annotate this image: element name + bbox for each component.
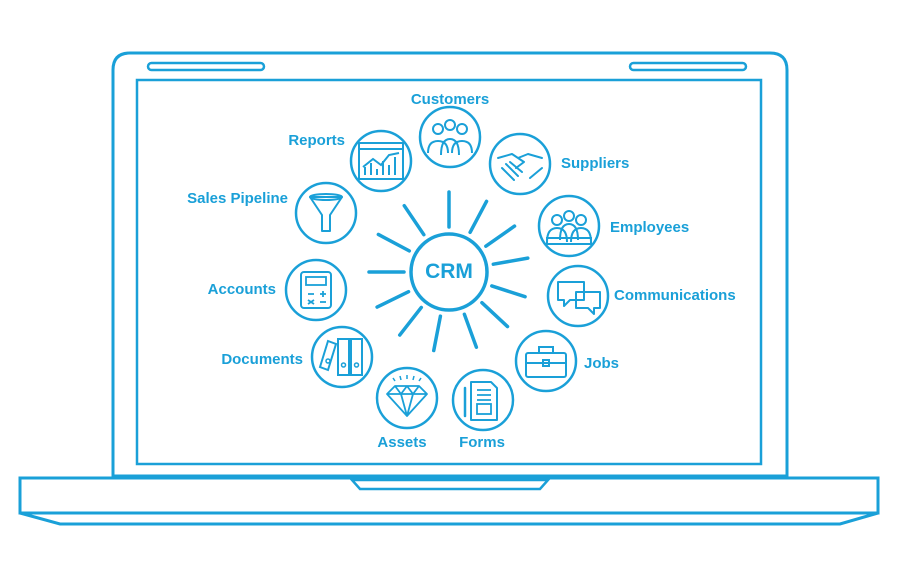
- funnel-icon: [294, 181, 358, 245]
- spoke-line: [397, 305, 424, 337]
- calculator-icon: [284, 258, 348, 322]
- spoke-line: [484, 224, 517, 248]
- form-document-icon: [451, 368, 515, 432]
- label-assets: Assets: [377, 434, 427, 451]
- spokes: [367, 190, 530, 353]
- label-employees: Employees: [610, 219, 690, 236]
- module-icons: [284, 105, 610, 432]
- chart-report-icon: [349, 129, 413, 193]
- chat-bubbles-icon: [546, 264, 610, 328]
- spoke-line: [376, 232, 412, 253]
- spoke-line: [468, 199, 489, 235]
- label-reports: Reports: [288, 132, 345, 149]
- customers-icon: [418, 105, 482, 169]
- crm-hub: [409, 232, 489, 312]
- label-forms: Forms: [459, 434, 505, 451]
- spoke-line: [431, 314, 443, 353]
- label-accounts: Accounts: [207, 281, 276, 298]
- spoke-line: [480, 300, 510, 329]
- spoke-line: [490, 284, 527, 299]
- laptop-lid: [111, 51, 789, 478]
- spoke-line: [462, 312, 479, 349]
- label-documents: Documents: [221, 351, 303, 368]
- laptop-base: [18, 476, 880, 526]
- label-sales-pipeline: Sales Pipeline: [187, 190, 288, 207]
- handshake-icon: [488, 132, 552, 196]
- spoke-line: [402, 203, 426, 237]
- label-suppliers: Suppliers: [561, 155, 630, 172]
- crm-center-label: CRM: [425, 260, 473, 283]
- employees-icon: [537, 194, 601, 258]
- briefcase-icon: [514, 329, 578, 393]
- label-communications: Communications: [614, 287, 736, 304]
- label-jobs: Jobs: [584, 355, 620, 372]
- diamond-icon: [375, 366, 439, 430]
- label-customers: Customers: [410, 91, 490, 108]
- spoke-line: [375, 289, 411, 309]
- spoke-line: [491, 256, 530, 266]
- binders-icon: [310, 325, 374, 389]
